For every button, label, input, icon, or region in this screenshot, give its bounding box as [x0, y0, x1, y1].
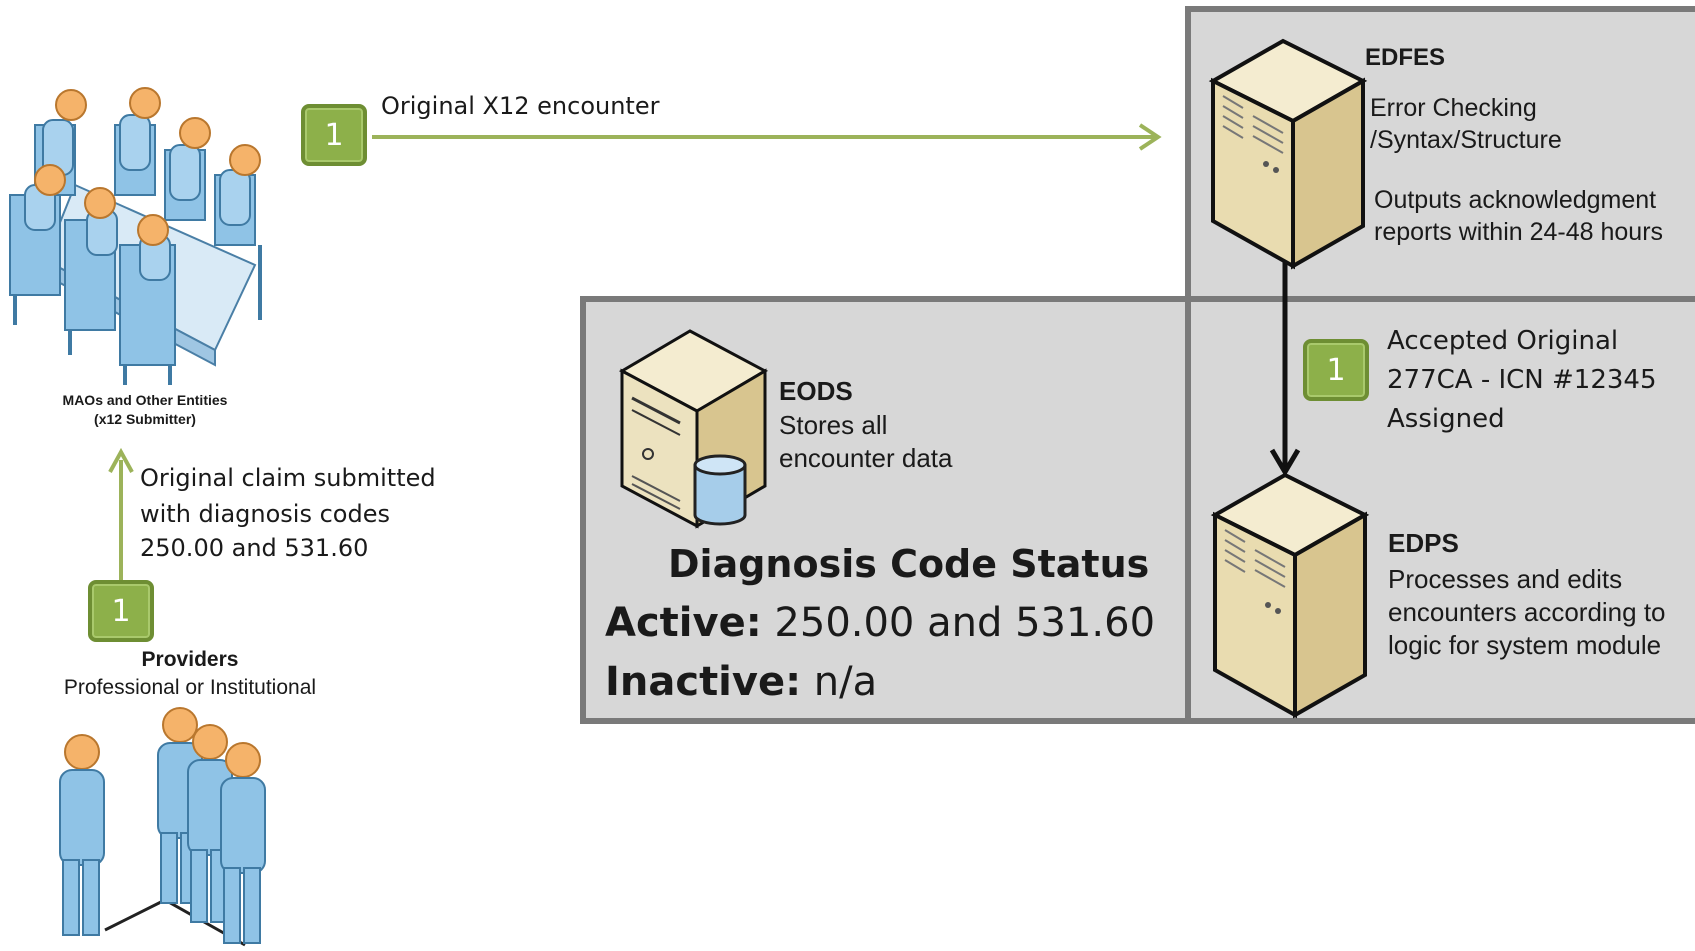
left-arrow-label-line2: with diagnosis codes	[140, 500, 390, 528]
status-inactive-label: Inactive:	[605, 659, 802, 705]
edfes-line4: reports within 24-48 hours	[1374, 218, 1664, 246]
edps-title: EDPS	[1388, 528, 1459, 558]
submitter-label-line1: MAOs and Other Entities	[62, 392, 228, 408]
status-active-value: 250.00 and 531.60	[761, 600, 1156, 646]
database-icon	[693, 454, 747, 526]
status-active-label: Active:	[605, 600, 762, 646]
edps-line2: encounters according to	[1388, 597, 1666, 627]
top-arrow-head	[1138, 123, 1162, 151]
left-arrow-label-line1: Original claim submitted	[140, 464, 436, 492]
accepted-line1: Accepted Original	[1387, 326, 1619, 356]
submitter-label-line2: (x12 Submitter)	[94, 411, 196, 427]
down-arrow-head	[1269, 448, 1301, 477]
edfes-server-icon	[1208, 38, 1368, 270]
providers-title: Providers	[141, 648, 239, 671]
edps-line3: logic for system module	[1388, 630, 1662, 660]
left-arrow-label-line3: 250.00 and 531.60	[140, 534, 369, 562]
edps-server-icon	[1210, 472, 1370, 719]
edfes-line1: Error Checking	[1370, 94, 1537, 122]
eods-line2: encounter data	[779, 443, 953, 473]
edfes-line3: Outputs acknowledgment	[1374, 186, 1657, 214]
eods-line1: Stores all	[779, 410, 888, 440]
status-inactive-row: Inactive: n/a	[605, 659, 877, 705]
eods-title: EODS	[779, 376, 853, 406]
edps-line1: Processes and edits	[1388, 564, 1623, 594]
providers-group-icon	[59, 707, 266, 947]
step-badge-accepted: 1	[1303, 339, 1369, 401]
left-arrow-head	[108, 447, 134, 473]
top-arrow-label: Original X12 encounter	[381, 92, 660, 120]
meeting-group-icon	[9, 87, 262, 385]
step-badge-top: 1	[301, 104, 367, 166]
status-active-row: Active: 250.00 and 531.60	[605, 600, 1155, 646]
edfes-title: EDFES	[1365, 44, 1446, 71]
providers-subtitle: Professional or Institutional	[63, 676, 317, 699]
status-inactive-value: n/a	[801, 659, 878, 705]
accepted-line3: Assigned	[1387, 404, 1505, 434]
step-badge-left: 1	[88, 580, 154, 642]
edfes-line2: /Syntax/Structure	[1370, 126, 1562, 154]
accepted-line2: 277CA - ICN #12345	[1387, 365, 1657, 395]
status-heading: Diagnosis Code Status	[668, 542, 1150, 586]
